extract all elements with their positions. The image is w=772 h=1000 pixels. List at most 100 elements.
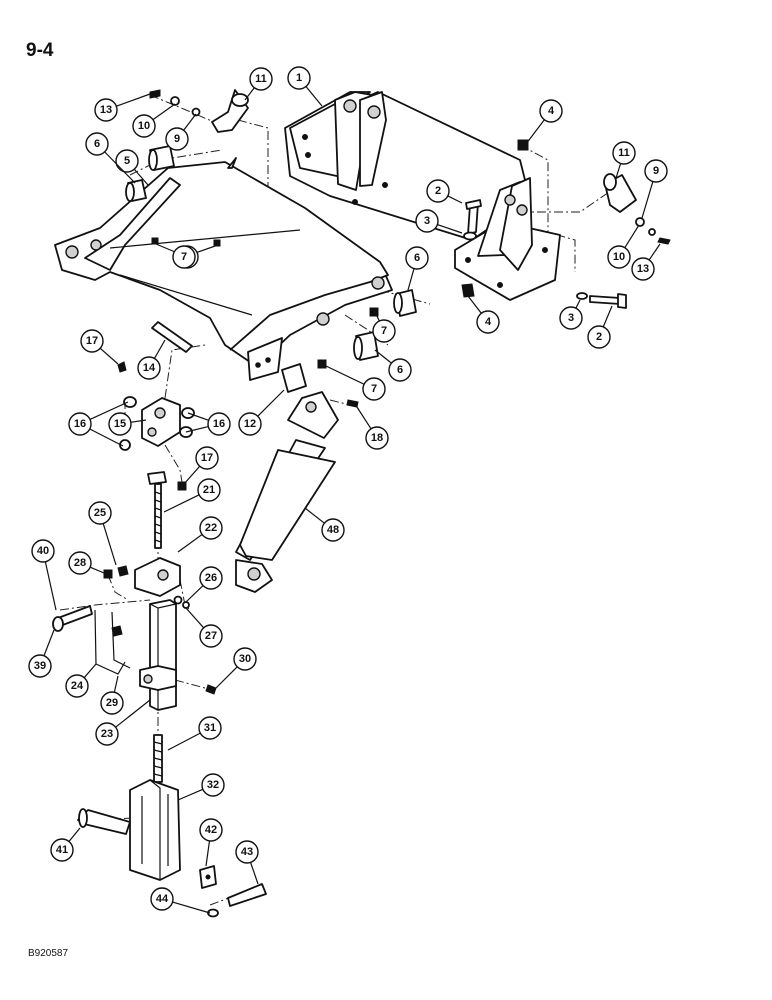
callout-5-label: 5 <box>124 155 130 167</box>
callout-18-leader <box>354 403 372 430</box>
callout-24-label: 24 <box>71 680 84 692</box>
callout-17-circle <box>80 329 104 353</box>
callout-2-circle <box>587 325 611 349</box>
callout-28: 28 <box>68 551 92 575</box>
callout-42-circle <box>199 818 223 842</box>
callout-7-leader <box>194 244 219 254</box>
callout-3-leader <box>437 223 463 234</box>
callout-15: 15 <box>108 412 132 436</box>
callout-29-leader <box>113 675 119 693</box>
callout-22-leader <box>177 533 203 553</box>
callout-6-leader <box>407 268 415 291</box>
callout-16-circle <box>207 412 231 436</box>
callout-21-leader <box>163 494 200 513</box>
callout-30-label: 30 <box>239 653 251 665</box>
callout-31-leader <box>167 732 201 751</box>
callout-17-label: 17 <box>86 335 98 347</box>
callout-2-label: 2 <box>435 185 441 197</box>
callout-6: 6 <box>85 132 109 156</box>
callout-3: 3 <box>415 209 439 233</box>
callout-23-circle <box>95 722 119 746</box>
callout-27: 27 <box>199 624 223 648</box>
swing-frame <box>54 157 393 381</box>
callout-16-circle <box>68 412 92 436</box>
callout-17-circle <box>195 446 219 470</box>
callout-17: 17 <box>80 329 104 353</box>
callout-18-circle <box>365 426 389 450</box>
callout-13-circle <box>631 257 655 281</box>
callout-7-leader <box>325 365 365 385</box>
callout-4: 4 <box>539 99 563 123</box>
callout-2: 2 <box>426 179 450 203</box>
callout-27-circle <box>199 624 223 648</box>
callout-17-leader <box>183 465 201 485</box>
callout-30-leader <box>215 666 238 689</box>
callout-9-circle <box>644 159 668 183</box>
callout-28-leader <box>89 566 105 574</box>
callout-10-leader <box>624 224 640 248</box>
callout-1-circle <box>287 66 311 90</box>
callout-11: 11 <box>612 141 636 165</box>
hanger-rod <box>94 609 131 675</box>
callout-6-circle <box>388 358 412 382</box>
callout-10-label: 10 <box>613 251 625 263</box>
callout-43-label: 43 <box>241 846 253 858</box>
callout-29-circle <box>100 691 124 715</box>
callout-6-leader <box>104 151 136 184</box>
callout-39: 39 <box>28 654 52 678</box>
callout-2-label: 2 <box>596 331 602 343</box>
callout-31-label: 31 <box>204 722 216 734</box>
callout-28-circle <box>68 551 92 575</box>
callout-39-circle <box>28 654 52 678</box>
callout-27-label: 27 <box>205 630 217 642</box>
page-number: 9-4 <box>26 40 54 61</box>
callout-26-leader <box>185 585 204 603</box>
callout-21: 21 <box>197 478 221 502</box>
callout-7-circle <box>172 245 196 269</box>
callout-40-label: 40 <box>37 545 49 557</box>
callout-16: 16 <box>207 412 231 436</box>
callout-7-circle <box>372 319 396 343</box>
callout-12-circle <box>238 412 262 436</box>
callout-43-circle <box>235 840 259 864</box>
callout-4-circle <box>539 99 563 123</box>
callout-41-leader <box>68 827 81 842</box>
callout-23-label: 23 <box>101 728 113 740</box>
callout-48-leader <box>304 507 325 524</box>
callout-41-label: 41 <box>56 844 68 856</box>
callout-31-circle <box>198 716 222 740</box>
callout-29-label: 29 <box>106 697 118 709</box>
callout-26-circle <box>199 566 223 590</box>
callout-11: 11 <box>249 67 273 91</box>
callout-10-label: 10 <box>138 120 150 132</box>
callout-13-label: 13 <box>637 263 649 275</box>
callout-4: 4 <box>476 310 500 334</box>
callout-10: 10 <box>607 245 631 269</box>
callout-4-leader <box>467 295 482 314</box>
callout-6: 6 <box>388 358 412 382</box>
callout-5-circle <box>115 149 139 173</box>
callout-21-circle <box>197 478 221 502</box>
callout-13-circle <box>94 98 118 122</box>
callout-16-leader <box>187 412 209 421</box>
callout-3-circle <box>415 209 439 233</box>
callout-30-circle <box>233 647 257 671</box>
callout-13: 13 <box>94 98 118 122</box>
callout-2-circle <box>426 179 450 203</box>
callout-12: 12 <box>238 412 262 436</box>
callout-6-label: 6 <box>94 138 100 150</box>
figure-code: B920587 <box>28 948 69 959</box>
callout-12-label: 12 <box>244 418 256 430</box>
threaded-yoke <box>129 734 217 889</box>
callout-1: 1 <box>287 66 311 90</box>
callout-6-leader <box>374 349 392 364</box>
callout-17-leader <box>99 347 119 365</box>
callout-44-circle <box>150 887 174 911</box>
callout-42: 42 <box>199 818 223 842</box>
callout-7-label: 7 <box>371 383 377 395</box>
callout-25: 25 <box>88 501 112 525</box>
callout-44-leader <box>172 901 211 914</box>
callout-10-leader <box>152 103 176 121</box>
callout-17-label: 17 <box>201 452 213 464</box>
callout-6-circle <box>85 132 109 156</box>
